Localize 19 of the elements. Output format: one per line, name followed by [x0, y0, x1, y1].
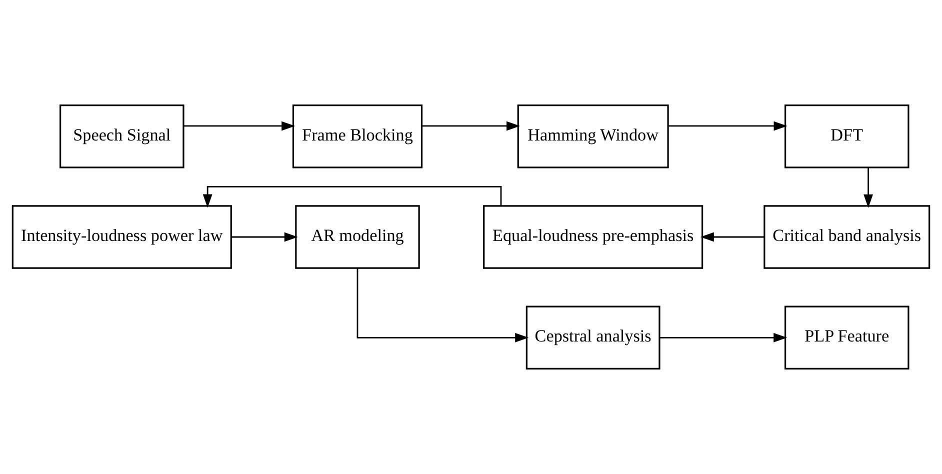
node-box: DFT: [784, 104, 910, 168]
arrow: [202, 186, 502, 208]
arrow: [422, 121, 520, 131]
node-box: Intensity-loudness power law: [12, 205, 232, 269]
node-box: AR modeling: [295, 205, 420, 269]
arrow: [660, 332, 788, 342]
arrow: [184, 121, 296, 131]
node-box: Hamming Window: [517, 104, 669, 168]
arrow: [864, 168, 874, 208]
node-box: Cepstral analysis: [526, 306, 660, 370]
node-box: PLP Feature: [784, 306, 910, 370]
node-box: Speech Signal: [60, 104, 184, 168]
node-box: Critical band analysis: [764, 205, 930, 269]
node-box: Frame Blocking: [292, 104, 423, 168]
arrow: [231, 232, 298, 242]
arrow: [668, 121, 788, 131]
arrow: [356, 268, 529, 342]
arrow: [700, 232, 764, 242]
node-box: Equal-loudness pre-emphasis: [483, 205, 704, 269]
